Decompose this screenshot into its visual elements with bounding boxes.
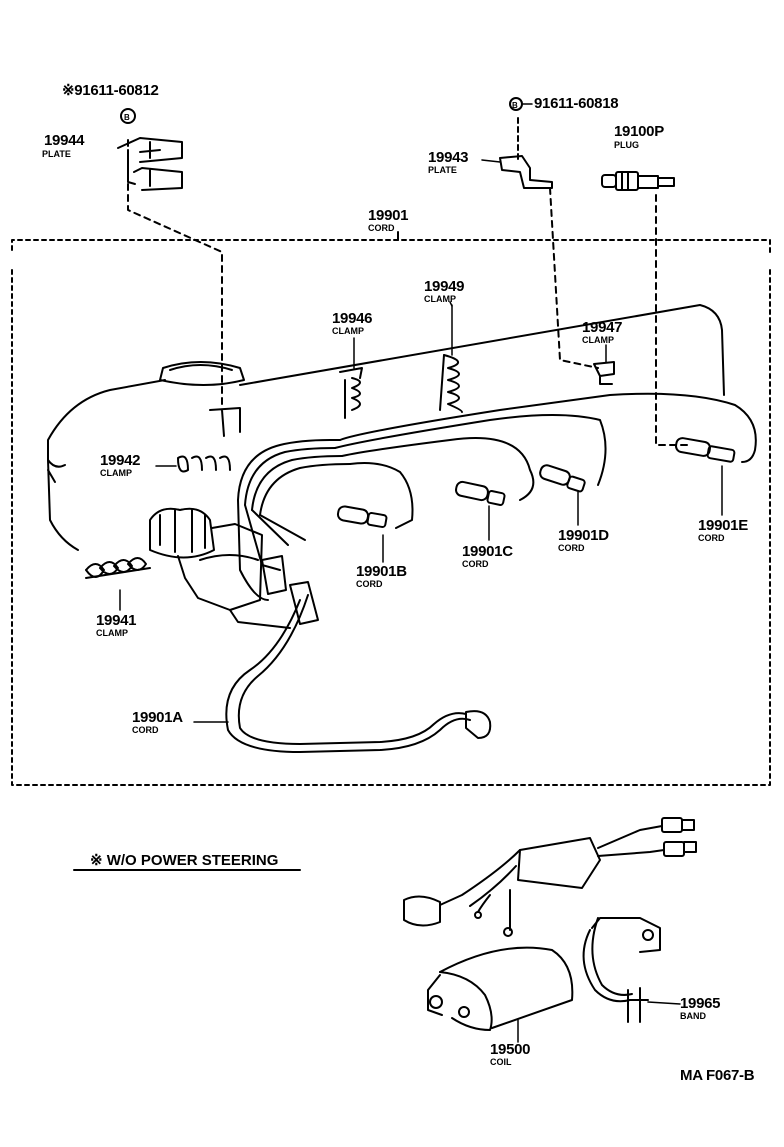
- boot-19901a: [465, 710, 492, 739]
- part-19965-name: BAND: [680, 1011, 706, 1021]
- part-19901c-number: 19901C: [462, 543, 513, 560]
- leader-19947: [549, 187, 599, 369]
- part-19943-name: PLATE: [428, 165, 457, 175]
- part-19947-number: 19947: [582, 319, 623, 336]
- part-19947-name: CLAMP: [582, 335, 614, 345]
- spark-plug-19100p: [601, 171, 675, 191]
- oil-cap: [159, 361, 245, 386]
- part-19946-name: CLAMP: [332, 326, 364, 336]
- bolt-right-label: 91611-60818: [534, 95, 619, 112]
- part-19100p-name: PLUG: [614, 140, 640, 150]
- svg-text:B: B: [124, 113, 130, 122]
- part-19901e-number: 19901E: [698, 517, 748, 534]
- cord-group-frame: [11, 239, 771, 786]
- boot-19901d: [539, 464, 586, 493]
- part-19500-name: COIL: [490, 1057, 512, 1067]
- plate-19944: [117, 137, 183, 191]
- part-19941-number: 19941: [96, 612, 137, 629]
- part-19901d-name: CORD: [558, 543, 585, 553]
- leader-19100p: [655, 194, 689, 446]
- part-19901-name: CORD: [368, 223, 395, 233]
- part-19942-number: 19942: [100, 452, 141, 469]
- part-19901-number: 19901: [368, 207, 409, 224]
- part-19901b-name: CORD: [356, 579, 383, 589]
- part-19901a-name: CORD: [132, 725, 159, 735]
- cap-bracket: [209, 407, 241, 437]
- part-19901b-number: 19901B: [356, 563, 407, 580]
- part-19942-name: CLAMP: [100, 468, 132, 478]
- svg-text:B: B: [512, 101, 518, 110]
- boot-19901e: [674, 437, 736, 463]
- bolt-left-icon: [120, 108, 136, 124]
- clamp-19949: [439, 304, 463, 413]
- diagram-code: MA F067-B: [680, 1067, 755, 1084]
- engine-outline: [47, 304, 725, 461]
- part-19944-number: 19944: [44, 132, 85, 149]
- bolt-left-label: ※91611-60812: [62, 82, 159, 99]
- clamp-19942: [155, 455, 231, 473]
- part-19500-number: 19500: [490, 1041, 531, 1058]
- part-19901d-number: 19901D: [558, 527, 609, 544]
- part-19949-name: CLAMP: [424, 294, 456, 304]
- boot-distributor: [261, 555, 319, 625]
- part-19965-number: 19965: [680, 995, 721, 1012]
- clamp-19941: [85, 557, 151, 611]
- part-19946-number: 19946: [332, 310, 373, 327]
- part-19943-number: 19943: [428, 149, 469, 166]
- clamp-19947: [593, 344, 615, 385]
- part-19901e-name: CORD: [698, 533, 725, 543]
- part-19901c-name: CORD: [462, 559, 489, 569]
- igniter-harness: [403, 817, 697, 937]
- part-19941-name: CLAMP: [96, 628, 128, 638]
- part-19100p-number: 19100P: [614, 123, 664, 140]
- boot-19901c: [455, 480, 506, 506]
- clamp-19946: [339, 337, 363, 419]
- plate-19943: [499, 155, 553, 189]
- part-19949-number: 19949: [424, 278, 465, 295]
- ignition-coil-19500: [427, 946, 574, 1043]
- cord-bundle: [225, 392, 757, 753]
- part-19901a-number: 19901A: [132, 709, 183, 726]
- coil-band-19965: [582, 917, 681, 1023]
- part-19944-name: PLATE: [42, 149, 71, 159]
- power-steering-note: ※ W/O POWER STEERING: [90, 852, 279, 869]
- boot-19901b: [336, 505, 388, 528]
